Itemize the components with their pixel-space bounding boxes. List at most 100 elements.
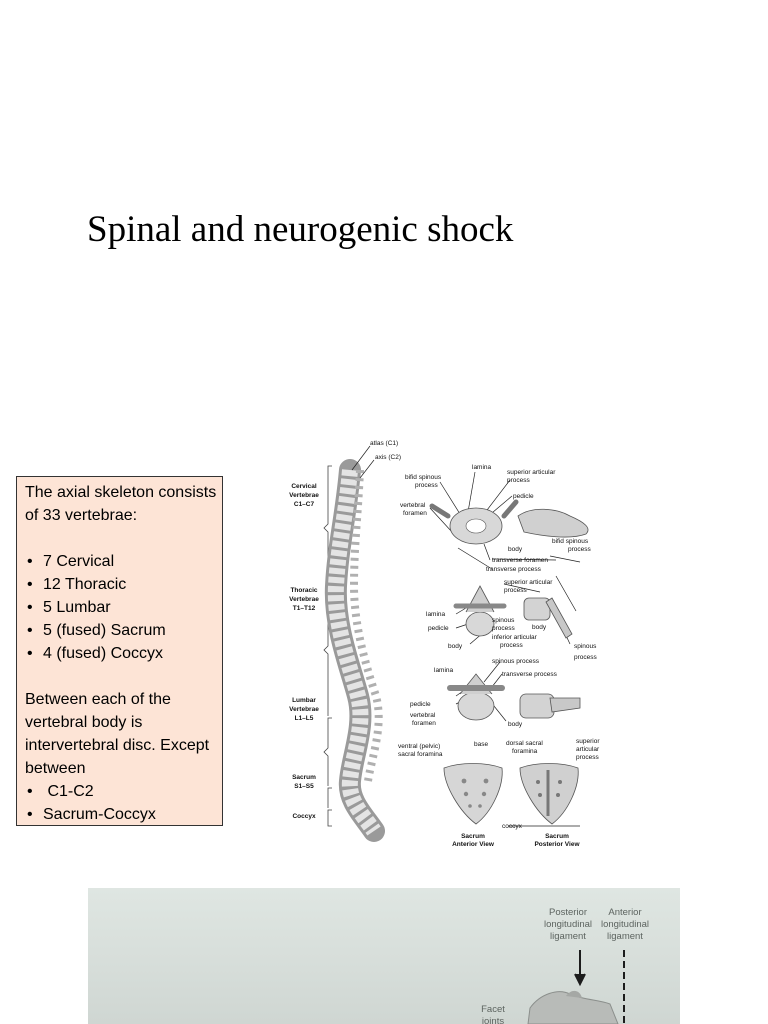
list-item: Sacrum-Coccyx [25, 803, 222, 826]
region-label: Vertebrae [289, 706, 319, 713]
label: superior articular [504, 579, 553, 586]
region-label: Coccyx [292, 813, 316, 820]
label: bifid spinous [552, 538, 589, 545]
sacrum-view-labels: Sacrum Anterior View Sacrum Posterior Vi… [452, 833, 580, 848]
label: Sacrum [461, 833, 485, 840]
label: foramen [412, 720, 436, 727]
vertebral-column [324, 459, 385, 842]
vertebrae-info-box: The axial skeleton consists of 33 verteb… [16, 476, 223, 826]
label: ventral (pelvic) [398, 743, 440, 750]
region-labels: Cervical Vertebrae C1–C7 Thoracic Verteb… [289, 483, 319, 820]
label: articular [576, 746, 600, 753]
list-item: 4 (fused) Coccyx [25, 642, 222, 665]
region-brackets [323, 465, 332, 827]
label: body [532, 624, 547, 631]
specimen-shadow [566, 990, 582, 998]
lumbar-vertebra-superior [447, 673, 505, 721]
sacrum-anterior [443, 763, 503, 825]
label: Posterior View [534, 841, 580, 848]
label: Posterior [549, 907, 587, 918]
label: joints [481, 1016, 504, 1024]
label: process [492, 625, 516, 632]
list-item: 12 Thoracic [25, 573, 222, 596]
label: process [568, 546, 592, 553]
label: Anterior [608, 907, 641, 918]
label: process [574, 654, 598, 661]
label: lamina [434, 667, 454, 674]
label: axis (C2) [375, 454, 401, 461]
region-label: Cervical [291, 483, 316, 490]
region-label: Thoracic [290, 587, 317, 594]
label: foramen [403, 510, 427, 517]
label: superior [576, 738, 600, 745]
region-label: Sacrum [292, 774, 316, 781]
label: body [508, 546, 523, 553]
label: pedicle [513, 493, 534, 500]
label: pedicle [410, 701, 431, 708]
label: ligament [550, 931, 586, 942]
spacer [25, 527, 222, 550]
list-item: 5 (fused) Sacrum [25, 619, 222, 642]
label: coccyx [502, 823, 523, 830]
lumbar-vertebra-lateral [519, 693, 581, 719]
label: body [448, 643, 463, 650]
label: inferior articular [492, 634, 538, 641]
label: spinous [574, 643, 597, 650]
region-label: Lumbar [292, 697, 316, 704]
ligament-photo: Posterior longitudinal ligament Anterior… [88, 888, 680, 1024]
label: Facet [481, 1004, 505, 1015]
label: vertebral [410, 712, 436, 719]
label: longitudinal [544, 919, 592, 930]
label: Sacrum [545, 833, 569, 840]
region-label: Vertebrae [289, 492, 319, 499]
label: vertebral [400, 502, 426, 509]
label: body [508, 721, 523, 728]
ligament-photo-illustration: Posterior longitudinal ligament Anterior… [481, 907, 649, 1024]
region-label: Vertebrae [289, 596, 319, 603]
thoracic-vertebra-superior [453, 585, 507, 637]
label: superior articular [507, 469, 556, 476]
thoracic-vertebra-lateral [523, 597, 573, 639]
label: Anterior View [452, 841, 495, 848]
spacer [25, 665, 222, 688]
label: process [507, 477, 531, 484]
label-arrows [574, 950, 625, 1024]
label: process [504, 587, 528, 594]
label: foramina [512, 748, 538, 755]
label: atlas (C1) [370, 440, 398, 447]
label: base [474, 741, 488, 748]
label: process [415, 482, 439, 489]
spine-diagram: Cervical Vertebrae C1–C7 Thoracic Verteb… [289, 440, 600, 848]
label: transverse process [502, 671, 558, 678]
label: spinous [492, 617, 515, 624]
label: process [500, 642, 524, 649]
label: lamina [472, 464, 492, 471]
region-range: S1–S5 [294, 783, 314, 790]
exceptions-list: C1-C2 Sacrum-Coccyx [25, 780, 222, 826]
list-item: 7 Cervical [25, 550, 222, 573]
page-title: Spinal and neurogenic shock [87, 209, 514, 250]
label: ligament [607, 931, 643, 942]
label: lamina [426, 611, 446, 618]
region-range: C1–C7 [294, 501, 315, 508]
region-range: L1–L5 [295, 715, 314, 722]
sacrum-posterior [519, 763, 579, 825]
info-intro: The axial skeleton consists of 33 verteb… [25, 484, 217, 524]
label: spinous process [492, 658, 540, 665]
vertebrae-list: 7 Cervical 12 Thoracic 5 Lumbar 5 (fused… [25, 550, 222, 665]
list-item: C1-C2 [25, 780, 222, 803]
region-range: T1–T12 [293, 605, 316, 612]
photo-labels: Posterior longitudinal ligament Anterior… [481, 907, 649, 1024]
label: process [576, 754, 600, 761]
label: dorsal sacral [506, 740, 543, 747]
label: sacral foramina [398, 751, 443, 758]
cervical-vertebra-lateral [517, 508, 589, 538]
label: bifid spinous [405, 474, 442, 481]
label: longitudinal [601, 919, 649, 930]
anatomy-labels: atlas (C1) axis (C2) lamina superior art… [370, 440, 600, 830]
cervical-vertebra-superior [429, 499, 519, 545]
label: transverse process [486, 566, 542, 573]
disc-text: Between each of the vertebral body is in… [25, 691, 210, 777]
label: pedicle [428, 625, 449, 632]
list-item: 5 Lumbar [25, 596, 222, 619]
